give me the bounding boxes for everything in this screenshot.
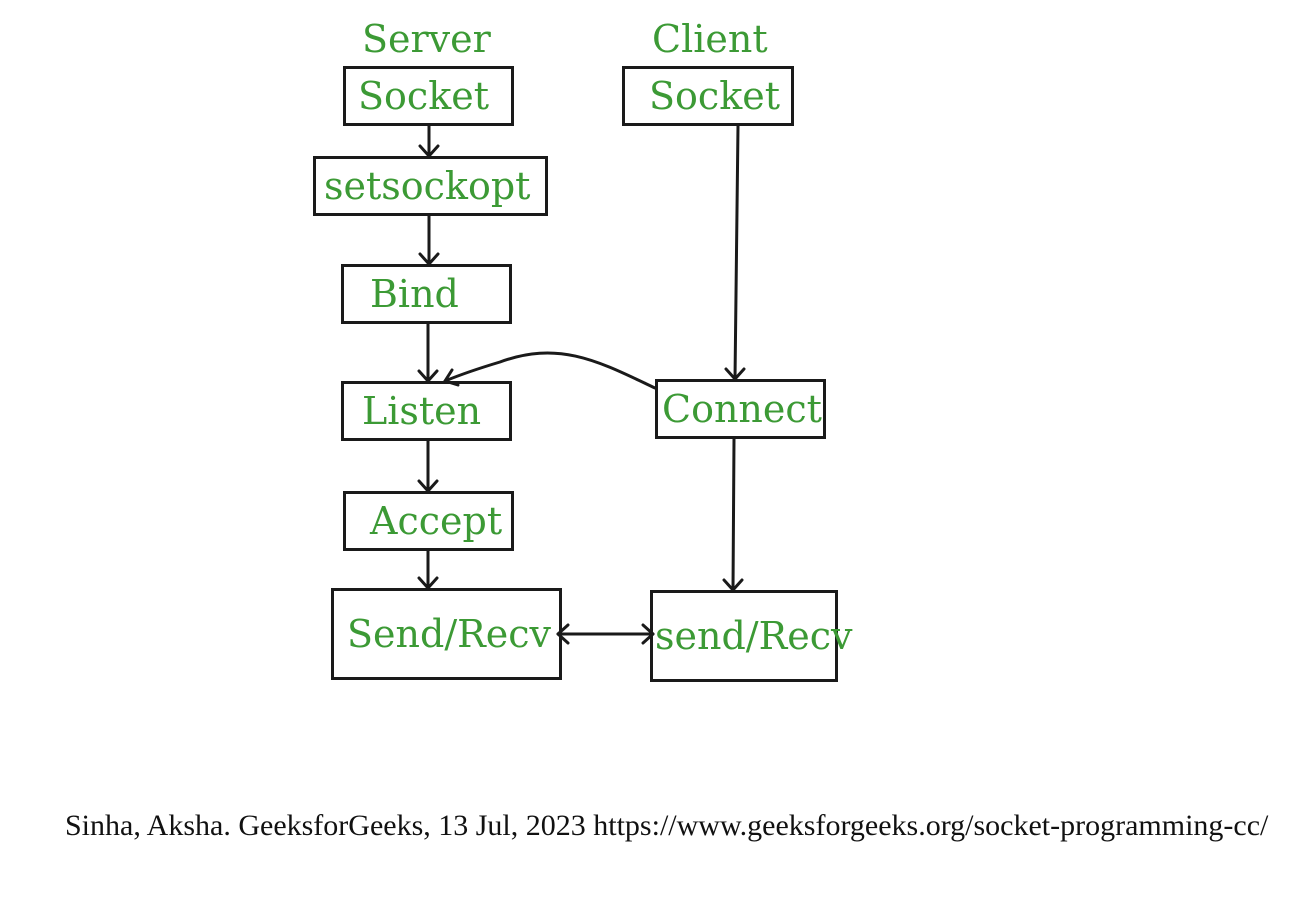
- accept-label: Accept: [370, 499, 503, 543]
- arrow-connect-to-client-send-recv: [722, 437, 744, 592]
- bind-label: Bind: [370, 272, 459, 316]
- setsockopt-label: setsockopt: [324, 164, 531, 208]
- arrow-send-recv-bidirectional: [556, 623, 655, 645]
- accept-box: Accept: [343, 491, 514, 551]
- arrow-listen-to-accept: [417, 439, 439, 493]
- arrow-socket-to-setsockopt: [418, 124, 440, 158]
- setsockopt-box: setsockopt: [313, 156, 548, 216]
- server-socket-label: Socket: [358, 74, 489, 118]
- listen-label: Listen: [362, 389, 482, 433]
- arrow-accept-to-send-recv: [417, 549, 439, 590]
- server-send-recv-label: Send/Recv: [347, 612, 551, 656]
- server-heading: Server: [362, 17, 491, 61]
- server-send-recv-box: Send/Recv: [331, 588, 562, 680]
- client-socket-label: Socket: [649, 74, 780, 118]
- client-socket-box: Socket: [622, 66, 794, 126]
- arrow-client-socket-to-connect: [724, 124, 746, 381]
- server-socket-box: Socket: [343, 66, 514, 126]
- connect-box: Connect: [655, 379, 826, 439]
- arrow-setsockopt-to-bind: [418, 214, 440, 266]
- client-heading: Client: [652, 17, 768, 61]
- bind-box: Bind: [341, 264, 512, 324]
- listen-box: Listen: [341, 381, 512, 441]
- arrow-bind-to-listen: [417, 322, 439, 383]
- client-send-recv-label: send/Recv: [655, 614, 853, 658]
- citation-caption: Sinha, Aksha. GeeksforGeeks, 13 Jul, 202…: [65, 809, 1269, 842]
- client-send-recv-box: send/Recv: [650, 590, 852, 682]
- connect-label: Connect: [662, 387, 822, 431]
